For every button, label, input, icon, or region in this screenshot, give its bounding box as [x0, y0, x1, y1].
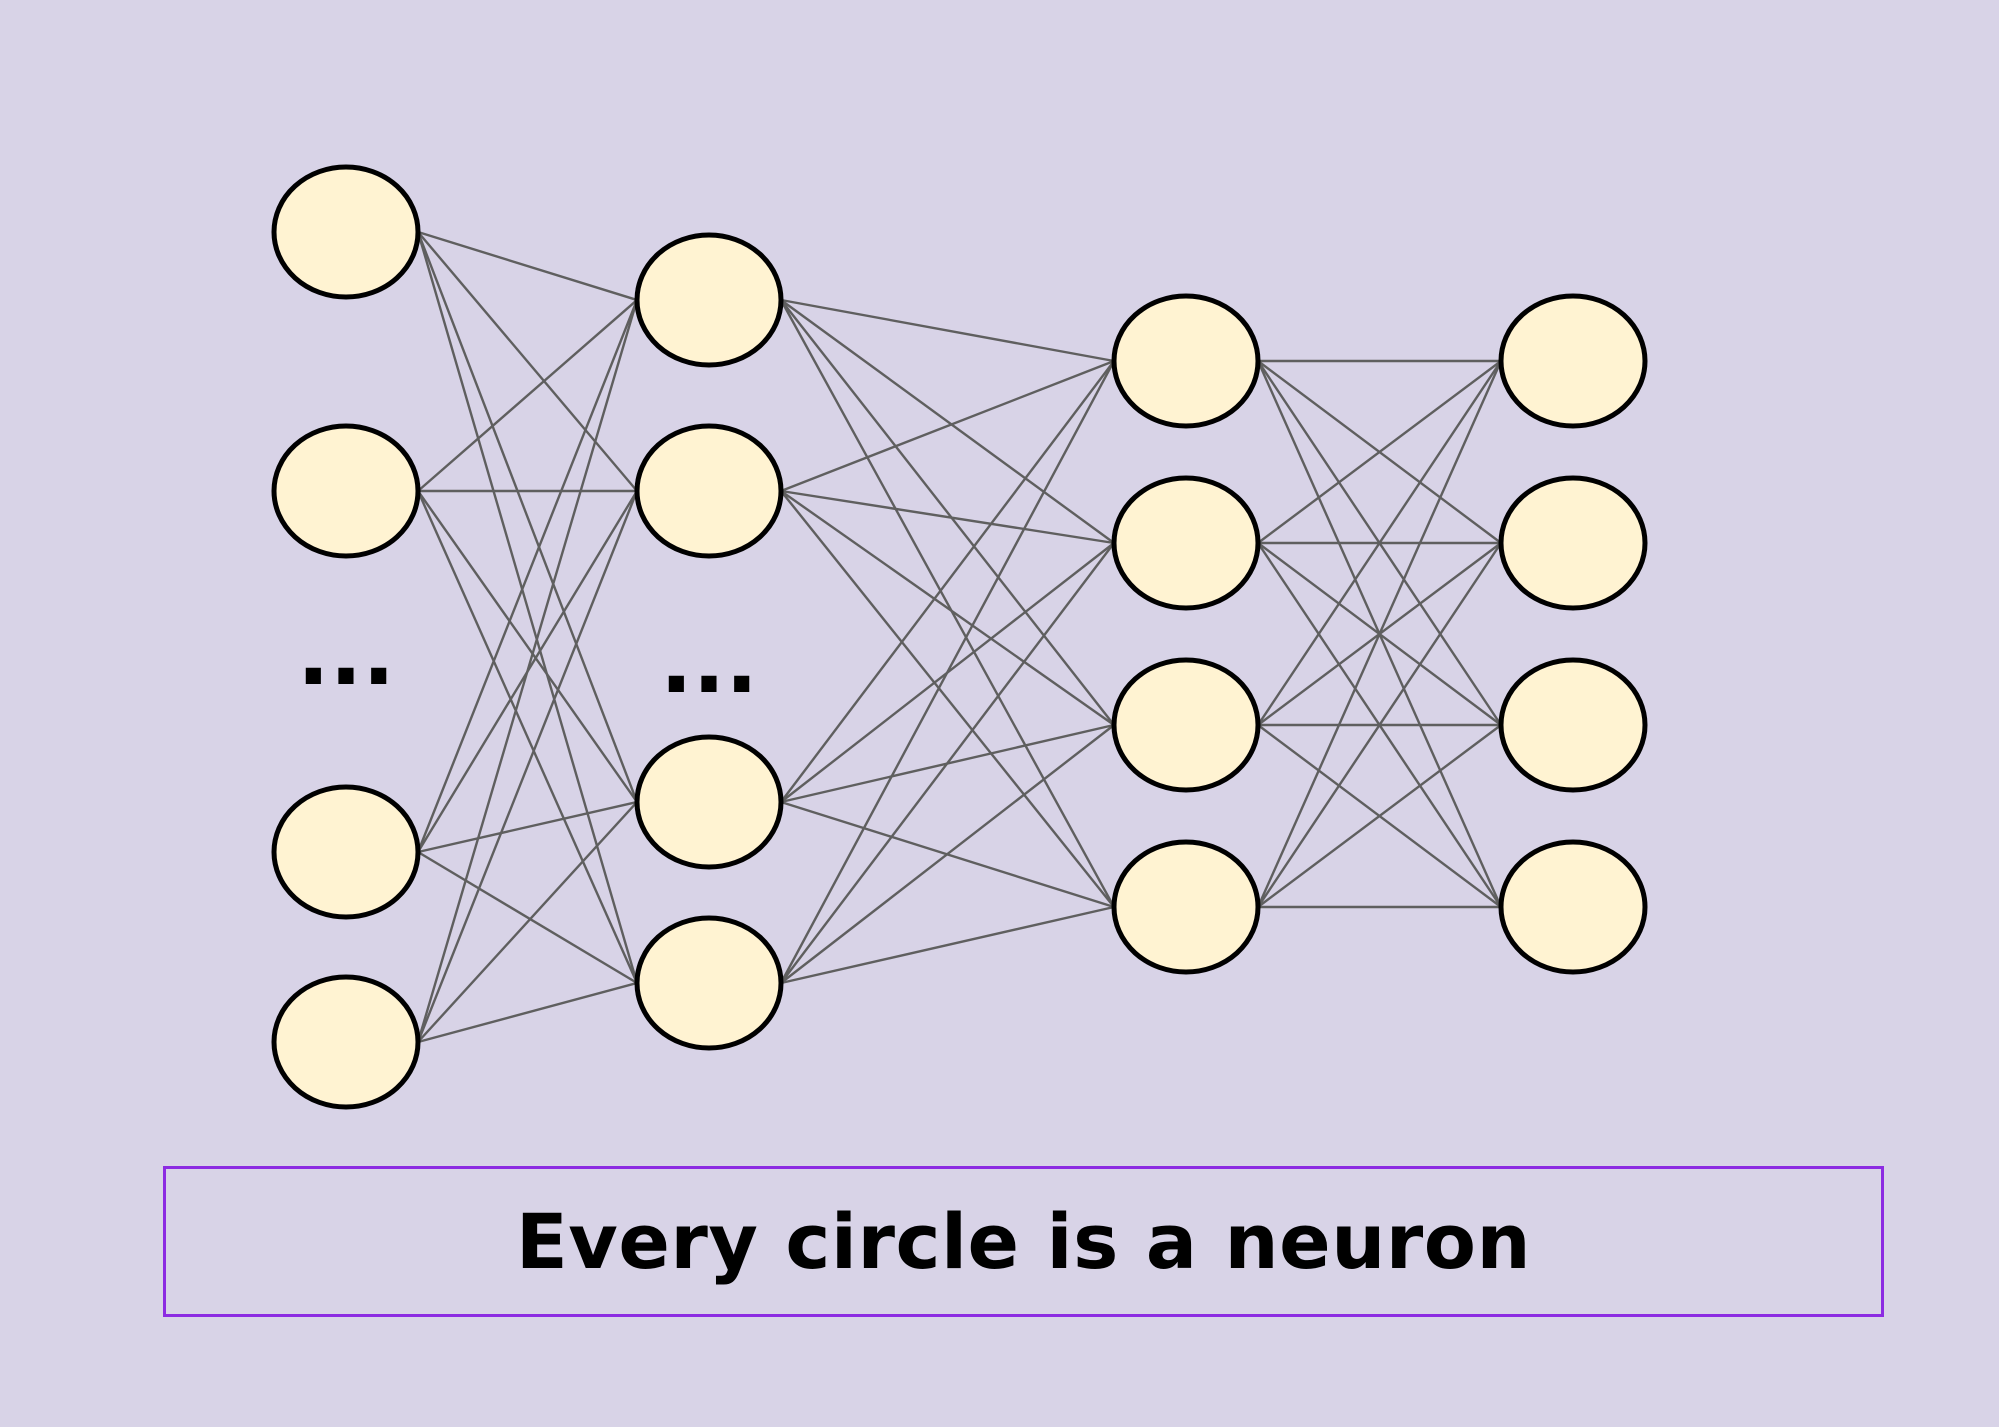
connections: [416, 230, 1503, 1044]
caption-text: Every circle is a neuron: [515, 1196, 1532, 1286]
neuron-layer4-1: [1498, 293, 1648, 429]
connection-l2n1-l3n4: [779, 299, 1116, 908]
connection-l2n1-l3n2: [780, 299, 1115, 544]
connection-l2n2-l3n2: [780, 489, 1115, 545]
connection-l2n4-l3n2: [780, 542, 1115, 984]
connection-l1n4-l2n2: [416, 490, 639, 1043]
connection-l1n3-l2n1: [416, 299, 639, 853]
ellipses: ... ...: [297, 605, 758, 713]
connection-l1n4-l2n3: [417, 801, 638, 1043]
neuron-layer3-4: [1111, 839, 1261, 975]
connection-l3n3-l4n1: [1257, 360, 1502, 726]
connection-l2n3-l3n1: [780, 360, 1115, 803]
connection-l2n1-l3n1: [780, 298, 1115, 363]
neuron-layer4-3: [1498, 657, 1648, 793]
connection-l3n4-l4n2: [1257, 542, 1502, 908]
connection-l3n2-l4n1: [1257, 360, 1502, 544]
caption-box: Every circle is a neuron: [163, 1166, 1884, 1317]
neuron-layer4-2: [1498, 475, 1648, 611]
layer-2-ellipsis: ...: [660, 613, 758, 713]
connection-l3n4-l4n3: [1257, 724, 1502, 908]
connection-l2n4-l3n4: [780, 905, 1115, 985]
neurons: [271, 164, 1648, 1110]
connection-l3n4-l4n1: [1256, 360, 1503, 908]
neuron-layer3-3: [1111, 657, 1261, 793]
connection-l1n1-l2n4: [416, 231, 639, 984]
neuron-layer1-4: [271, 974, 421, 1110]
layer-1-ellipsis: ...: [297, 605, 395, 705]
neuron-layer3-2: [1111, 475, 1261, 611]
neuron-layer2-3: [634, 734, 784, 870]
connection-l2n2-l3n4: [780, 490, 1115, 908]
connection-l1n4-l2n4: [417, 981, 638, 1044]
neuron-layer2-1: [634, 232, 784, 368]
connection-l1n1-l2n3: [416, 231, 639, 803]
connection-l1n1-l2n2: [417, 231, 638, 492]
connection-l2n2-l3n3: [780, 490, 1115, 726]
connection-l2n4-l3n3: [780, 724, 1115, 984]
connection-l1n3-l2n3: [417, 800, 638, 854]
neuron-layer1-3: [271, 784, 421, 920]
connection-l1n1-l2n1: [417, 230, 638, 302]
connection-l1n4-l2n1: [416, 299, 639, 1043]
neuron-layer3-1: [1111, 293, 1261, 429]
connection-l2n4-l3n1: [779, 360, 1116, 984]
connection-l2n1-l3n3: [780, 299, 1115, 726]
neuron-layer2-4: [634, 915, 784, 1051]
connection-l1n2-l2n3: [417, 490, 638, 803]
connection-l1n3-l2n4: [417, 850, 638, 985]
neuron-layer4-4: [1498, 839, 1648, 975]
neuron-layer1-1: [271, 164, 421, 300]
connection-l1n2-l2n1: [417, 299, 638, 492]
neuron-layer2-2: [634, 423, 784, 559]
connection-l1n2-l2n4: [416, 490, 639, 984]
connection-l2n2-l3n1: [780, 359, 1115, 493]
neuron-layer1-2: [271, 423, 421, 559]
